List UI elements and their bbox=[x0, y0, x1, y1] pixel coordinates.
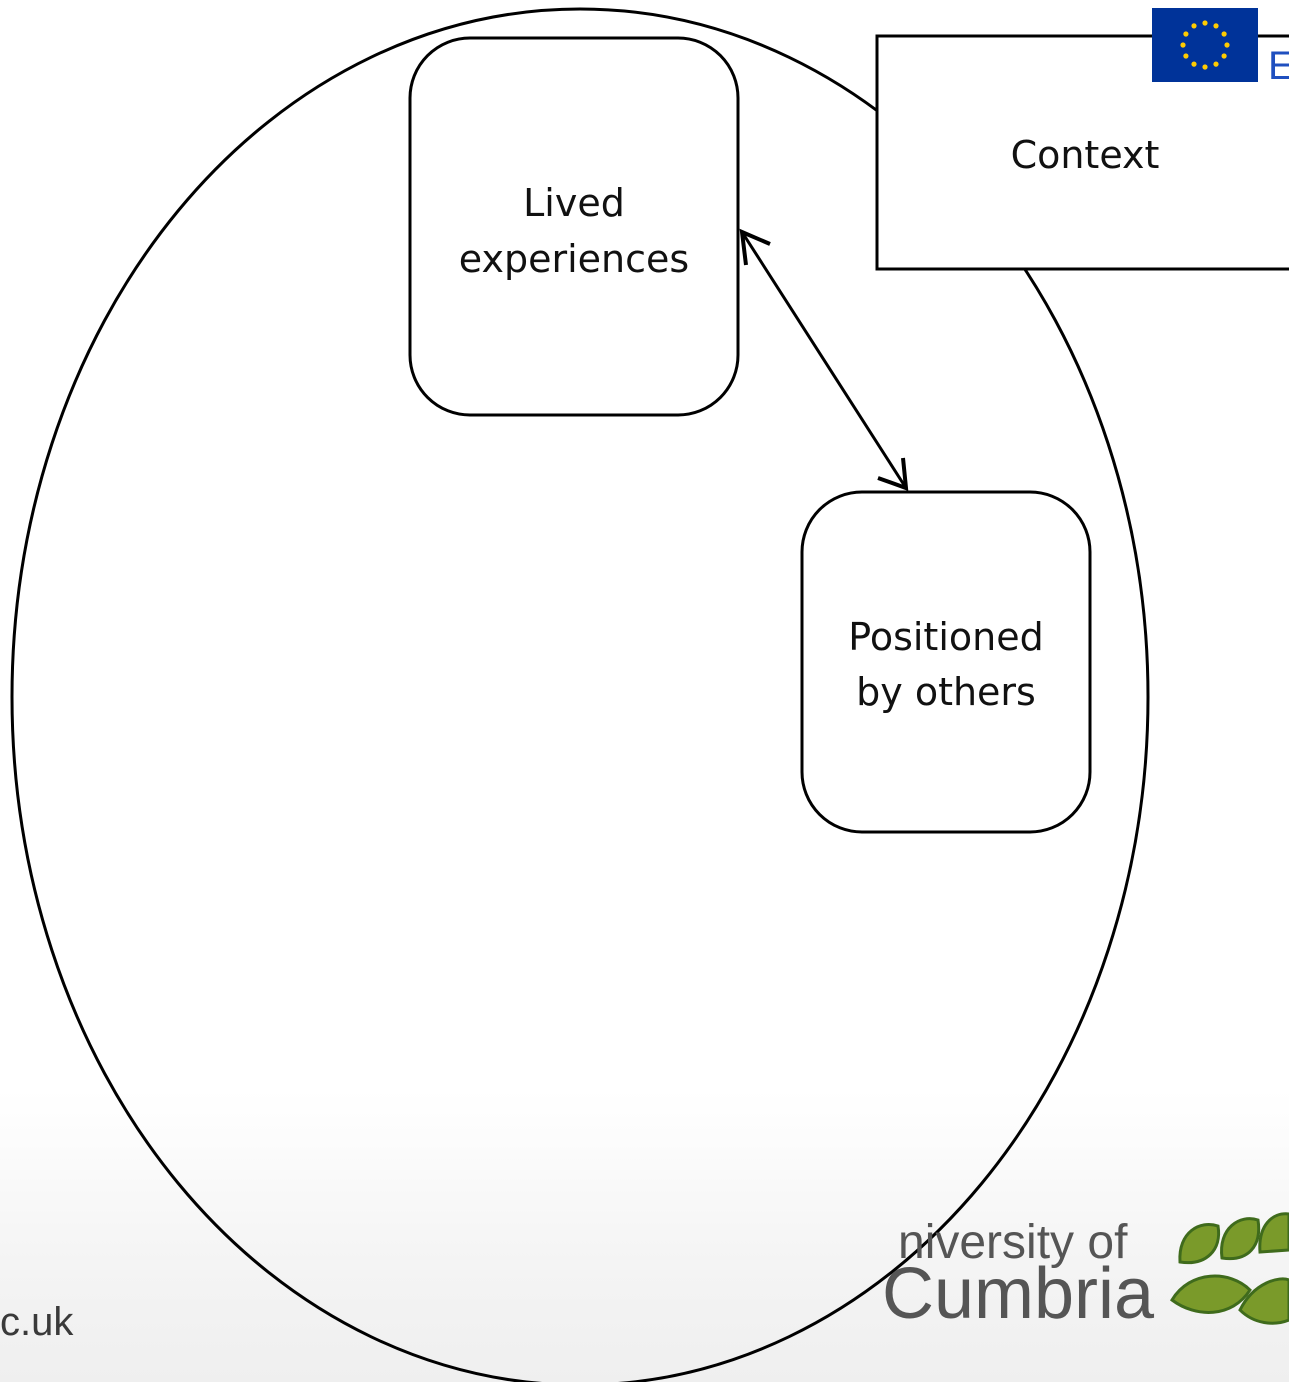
eu-star bbox=[1213, 23, 1219, 29]
eu-star bbox=[1191, 61, 1197, 67]
context-label: Context bbox=[1011, 133, 1160, 177]
eu-star bbox=[1221, 53, 1227, 59]
connector-double-arrow bbox=[739, 228, 909, 491]
eu-star bbox=[1202, 64, 1208, 70]
lived-label-line2: experiences bbox=[459, 237, 689, 281]
eu-star bbox=[1183, 53, 1189, 59]
eu-star bbox=[1180, 42, 1186, 48]
university-logo: niversity of Cumbria bbox=[882, 1212, 1289, 1334]
eu-star bbox=[1221, 31, 1227, 37]
eu-flag-icon bbox=[1152, 8, 1258, 82]
footer-band bbox=[0, 1090, 1289, 1382]
eu-link-text[interactable]: E bbox=[1268, 44, 1289, 88]
logo-line1: niversity of bbox=[898, 1216, 1128, 1269]
node-lived-experiences: Lived experiences bbox=[408, 36, 740, 417]
eu-star bbox=[1213, 61, 1219, 67]
outer-ellipse bbox=[10, 7, 1150, 1382]
logo-line2: Cumbria bbox=[882, 1254, 1155, 1334]
lived-label-line1: Lived bbox=[523, 181, 625, 225]
eu-star bbox=[1202, 20, 1208, 26]
node-positioned-by-others: Positioned by others bbox=[800, 490, 1092, 834]
leaves-icon bbox=[1170, 1212, 1289, 1325]
eu-star bbox=[1191, 23, 1197, 29]
footer-url-text[interactable]: c.uk bbox=[0, 1300, 74, 1344]
eu-star bbox=[1224, 42, 1230, 48]
positioned-label-line1: Positioned bbox=[848, 615, 1043, 659]
positioned-label-line2: by others bbox=[856, 670, 1036, 714]
eu-star bbox=[1183, 31, 1189, 37]
